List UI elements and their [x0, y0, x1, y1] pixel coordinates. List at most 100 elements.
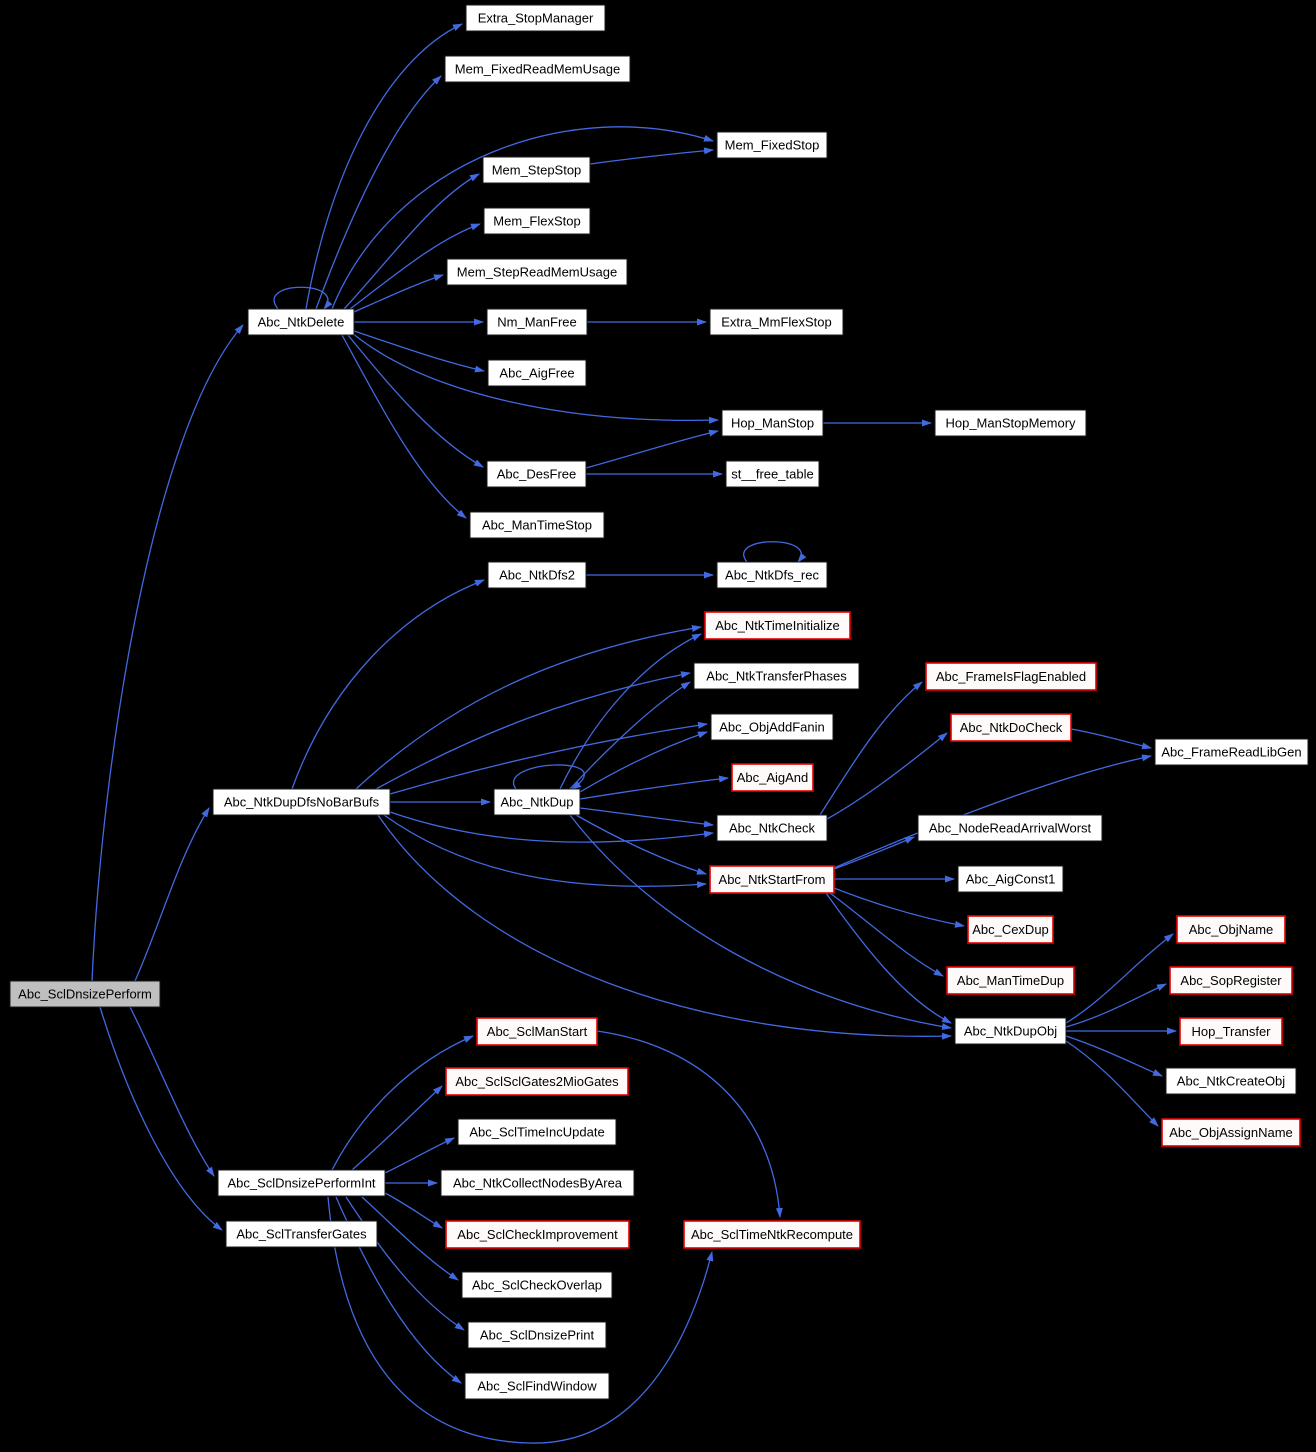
- node-box-abcFrameIsFlagEnabled[interactable]: [925, 662, 1097, 691]
- node-abcFrameReadLibGen[interactable]: Abc_FrameReadLibGen: [1154, 738, 1309, 766]
- node-abcNtkCreateObj[interactable]: Abc_NtkCreateObj: [1165, 1067, 1297, 1095]
- node-box-abcNtkStartFrom[interactable]: [709, 865, 835, 894]
- node-sclDnsizePerform[interactable]: Abc_SclDnsizePerform: [9, 980, 161, 1008]
- node-abcNodeReadArrivalWorst[interactable]: Abc_NodeReadArrivalWorst: [917, 814, 1103, 842]
- node-box-abcNtkDup[interactable]: [493, 788, 581, 816]
- node-box-abcNodeReadArrivalWorst[interactable]: [917, 814, 1103, 842]
- node-abcNtkTimeInitialize[interactable]: Abc_NtkTimeInitialize: [704, 611, 851, 640]
- node-box-memStepStop[interactable]: [482, 156, 591, 184]
- node-box-abcManTimeStop[interactable]: [469, 511, 605, 539]
- node-abcNtkCollectNodesByArea[interactable]: Abc_NtkCollectNodesByArea: [440, 1169, 635, 1197]
- node-box-abcNtkCollectNodesByArea[interactable]: [440, 1169, 635, 1197]
- node-box-abcDesFree[interactable]: [486, 460, 587, 488]
- node-box-sclDnsizePerformInt[interactable]: [217, 1169, 386, 1197]
- node-box-abcAigAnd[interactable]: [731, 763, 814, 792]
- node-abcNtkTransferPhases[interactable]: Abc_NtkTransferPhases: [693, 662, 860, 690]
- node-abcSclSclGates2MioGates[interactable]: Abc_SclSclGates2MioGates: [445, 1067, 629, 1096]
- node-box-abcSclDnsizePrint[interactable]: [467, 1321, 607, 1349]
- node-box-abcSclTimeIncUpdate[interactable]: [457, 1118, 617, 1146]
- node-abcManTimeStop[interactable]: Abc_ManTimeStop: [469, 511, 605, 539]
- node-ntkDupDfsNoBarBufs[interactable]: Abc_NtkDupDfsNoBarBufs: [212, 788, 391, 816]
- node-box-abcNtkDfs2[interactable]: [487, 561, 587, 589]
- node-sclTransferGates[interactable]: Abc_SclTransferGates: [225, 1220, 378, 1248]
- node-box-abcObjAssignName[interactable]: [1161, 1118, 1301, 1147]
- node-abcObjName[interactable]: Abc_ObjName: [1176, 915, 1286, 944]
- node-abcFrameIsFlagEnabled[interactable]: Abc_FrameIsFlagEnabled: [925, 662, 1097, 691]
- node-abcNtkDupObj[interactable]: Abc_NtkDupObj: [954, 1017, 1067, 1045]
- node-abcAigAnd[interactable]: Abc_AigAnd: [731, 763, 814, 792]
- node-box-nmManFree[interactable]: [486, 308, 588, 336]
- node-abcNtkCheck[interactable]: Abc_NtkCheck: [716, 814, 828, 842]
- node-abcSclFindWindow[interactable]: Abc_SclFindWindow: [464, 1372, 610, 1400]
- node-box-hopManStop[interactable]: [721, 409, 824, 437]
- node-hopManStopMemory[interactable]: Hop_ManStopMemory: [934, 409, 1087, 437]
- node-abcDesFree[interactable]: Abc_DesFree: [486, 460, 587, 488]
- node-box-extraStopManager[interactable]: [465, 4, 606, 32]
- node-box-abcSclTimeNtkRecompute[interactable]: [683, 1220, 861, 1249]
- node-box-memFixedReadMemUsage[interactable]: [444, 55, 631, 83]
- node-box-abcSclSclGates2MioGates[interactable]: [445, 1067, 629, 1096]
- node-box-sclDnsizePerform[interactable]: [9, 980, 161, 1008]
- node-box-hopTransfer[interactable]: [1179, 1017, 1283, 1046]
- node-memFixedReadMemUsage[interactable]: Mem_FixedReadMemUsage: [444, 55, 631, 83]
- node-box-abcNtkTimeInitialize[interactable]: [704, 611, 851, 640]
- node-box-memFixedStop[interactable]: [716, 131, 828, 159]
- node-box-abcNtkDupObj[interactable]: [954, 1017, 1067, 1045]
- node-abcCexDup[interactable]: Abc_CexDup: [967, 915, 1054, 944]
- node-memStepReadMemUsage[interactable]: Mem_StepReadMemUsage: [446, 258, 628, 286]
- node-box-sclTransferGates[interactable]: [225, 1220, 378, 1248]
- node-ntkDelete[interactable]: Abc_NtkDelete: [247, 308, 355, 336]
- node-box-stFreeTable[interactable]: [725, 460, 820, 488]
- node-abcNtkDoCheck[interactable]: Abc_NtkDoCheck: [950, 713, 1072, 742]
- node-hopManStop[interactable]: Hop_ManStop: [721, 409, 824, 437]
- node-abcNtkDfs2[interactable]: Abc_NtkDfs2: [487, 561, 587, 589]
- node-abcObjAssignName[interactable]: Abc_ObjAssignName: [1161, 1118, 1301, 1147]
- node-box-abcObjName[interactable]: [1176, 915, 1286, 944]
- node-box-abcSclManStart[interactable]: [476, 1017, 598, 1046]
- node-box-hopManStopMemory[interactable]: [934, 409, 1087, 437]
- node-box-ntkDelete[interactable]: [247, 308, 355, 336]
- node-box-abcManTimeDup[interactable]: [946, 966, 1075, 995]
- node-box-abcFrameReadLibGen[interactable]: [1154, 738, 1309, 766]
- node-memStepStop[interactable]: Mem_StepStop: [482, 156, 591, 184]
- node-nmManFree[interactable]: Nm_ManFree: [486, 308, 588, 336]
- node-abcManTimeDup[interactable]: Abc_ManTimeDup: [946, 966, 1075, 995]
- node-box-abcSclFindWindow[interactable]: [464, 1372, 610, 1400]
- node-box-abcSclCheckImprovement[interactable]: [445, 1220, 630, 1249]
- node-box-abcNtkDfsRec[interactable]: [716, 561, 828, 589]
- node-stFreeTable[interactable]: st__free_table: [725, 460, 820, 488]
- node-abcNtkDfsRec[interactable]: Abc_NtkDfs_rec: [716, 561, 828, 589]
- node-box-abcNtkTransferPhases[interactable]: [693, 662, 860, 690]
- node-box-abcObjAddFanin[interactable]: [710, 713, 834, 741]
- node-sclDnsizePerformInt[interactable]: Abc_SclDnsizePerformInt: [217, 1169, 386, 1197]
- node-abcObjAddFanin[interactable]: Abc_ObjAddFanin: [710, 713, 834, 741]
- node-extraMmFlexStop[interactable]: Extra_MmFlexStop: [709, 308, 844, 336]
- node-abcAigFree[interactable]: Abc_AigFree: [487, 359, 587, 387]
- node-box-abcAigConst1[interactable]: [957, 865, 1064, 893]
- node-abcAigConst1[interactable]: Abc_AigConst1: [957, 865, 1064, 893]
- node-abcSclTimeIncUpdate[interactable]: Abc_SclTimeIncUpdate: [457, 1118, 617, 1146]
- node-box-abcCexDup[interactable]: [967, 915, 1054, 944]
- node-memFixedStop[interactable]: Mem_FixedStop: [716, 131, 828, 159]
- node-hopTransfer[interactable]: Hop_Transfer: [1179, 1017, 1283, 1046]
- node-abcSclDnsizePrint[interactable]: Abc_SclDnsizePrint: [467, 1321, 607, 1349]
- node-box-memStepReadMemUsage[interactable]: [446, 258, 628, 286]
- node-abcNtkDup[interactable]: Abc_NtkDup: [493, 788, 581, 816]
- node-box-abcNtkCreateObj[interactable]: [1165, 1067, 1297, 1095]
- node-box-extraMmFlexStop[interactable]: [709, 308, 844, 336]
- node-box-abcSclCheckOverlap[interactable]: [461, 1271, 613, 1299]
- node-abcSopRegister[interactable]: Abc_SopRegister: [1169, 966, 1293, 995]
- node-box-abcAigFree[interactable]: [487, 359, 587, 387]
- node-abcSclCheckOverlap[interactable]: Abc_SclCheckOverlap: [461, 1271, 613, 1299]
- node-box-abcSopRegister[interactable]: [1169, 966, 1293, 995]
- node-extraStopManager[interactable]: Extra_StopManager: [465, 4, 606, 32]
- node-abcSclCheckImprovement[interactable]: Abc_SclCheckImprovement: [445, 1220, 630, 1249]
- node-box-abcNtkDoCheck[interactable]: [950, 713, 1072, 742]
- node-abcSclTimeNtkRecompute[interactable]: Abc_SclTimeNtkRecompute: [683, 1220, 861, 1249]
- node-box-abcNtkCheck[interactable]: [716, 814, 828, 842]
- node-box-ntkDupDfsNoBarBufs[interactable]: [212, 788, 391, 816]
- node-abcNtkStartFrom[interactable]: Abc_NtkStartFrom: [709, 865, 835, 894]
- node-abcSclManStart[interactable]: Abc_SclManStart: [476, 1017, 598, 1046]
- node-box-memFlexStop[interactable]: [483, 207, 591, 235]
- node-memFlexStop[interactable]: Mem_FlexStop: [483, 207, 591, 235]
